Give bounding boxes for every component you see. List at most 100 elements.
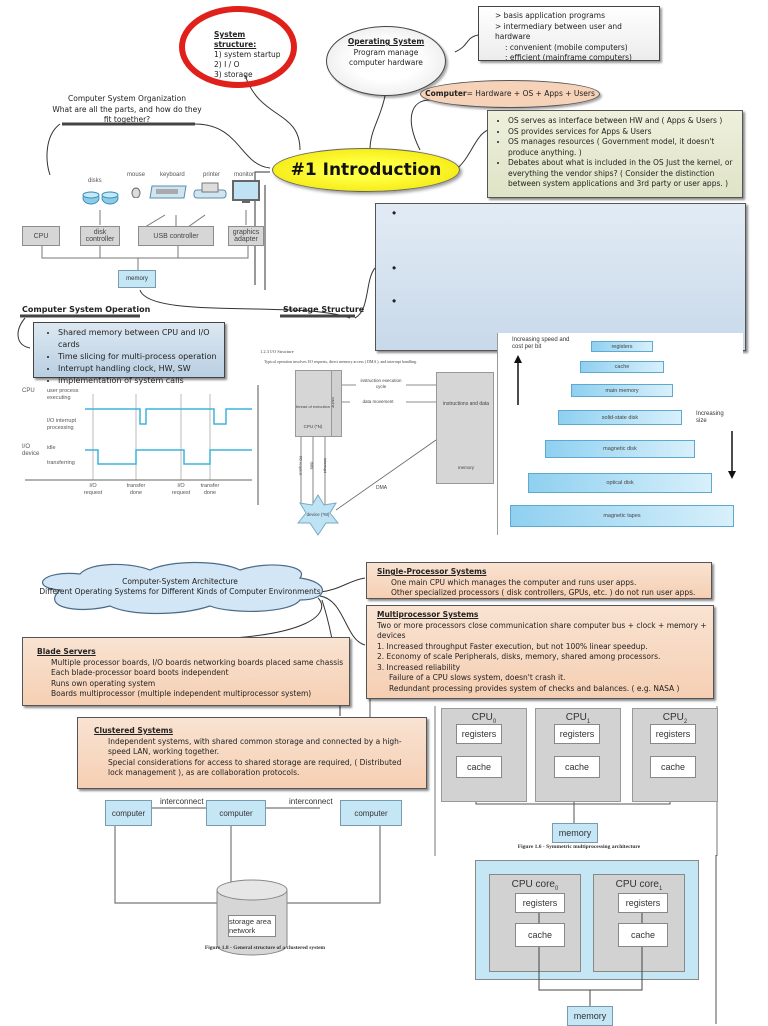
- event-label: I/O request: [171, 483, 191, 496]
- interconnect-label: interconnect: [160, 797, 204, 806]
- storage-bullet: •: [392, 206, 397, 220]
- smp-registers: registers: [650, 724, 696, 744]
- computer-formula-rest: = Hardware + OS + Apps + Users: [466, 88, 595, 98]
- device-label-keyboard: keyboard: [160, 172, 185, 178]
- smp-memory: memory: [552, 823, 598, 843]
- os-bullet: OS manages resources ( Government model,…: [508, 137, 736, 158]
- usb-controller-box: USB controller: [138, 226, 214, 246]
- multiprocessor-subline: Redundant processing provides system of …: [389, 683, 680, 693]
- smp-caption: Figure 1.6 - Symmetric multiprocessing a…: [517, 844, 641, 850]
- tier-optical-disk: optical disk: [528, 473, 712, 493]
- device-label-mouse: mouse: [127, 172, 146, 178]
- operation-title: Computer System Operation: [22, 305, 151, 314]
- smp-registers: registers: [456, 724, 502, 744]
- cpu-box: CPU: [22, 226, 60, 246]
- smp-cache: cache: [554, 756, 600, 778]
- tier-cache: cache: [580, 361, 664, 373]
- blade-servers-line: Boards multiprocessor (multiple independ…: [51, 689, 312, 698]
- architecture-line1: Computer-System Architecture: [122, 577, 238, 586]
- single-processor-title: Single-Processor Systems: [377, 567, 487, 576]
- system-structure-title: System structure:: [214, 30, 257, 49]
- device-label-printer: printer: [203, 172, 221, 178]
- storage-bullet: •: [392, 261, 397, 275]
- event-label: transfer done: [200, 483, 220, 496]
- clustered-box: Clustered Systems Independent systems, w…: [77, 717, 427, 789]
- cluster-computer: computer: [206, 800, 266, 826]
- os-bullets-box: OS serves as interface between HW and ( …: [487, 110, 743, 198]
- os-detail-line: : efficient (mainframe computers): [505, 53, 632, 62]
- tier-solid-state-disk: solid-state disk: [558, 410, 682, 425]
- smp-cache: cache: [456, 756, 502, 778]
- device-star: [296, 494, 340, 536]
- os-detail-line: : convenient (mobile computers): [505, 42, 628, 52]
- disks-icon: [82, 190, 122, 211]
- multiprocessor-line: 1. Increased throughput Faster execution…: [377, 641, 648, 651]
- computer-formula-node: Computer = Hardware + OS + Apps + Users: [420, 80, 600, 108]
- multiprocessor-line: 3. Increased reliability: [377, 662, 461, 672]
- system-structure-item: 3) storage: [214, 70, 253, 79]
- title-text: #1 Introduction: [290, 160, 442, 180]
- memory-box: memory: [118, 270, 156, 288]
- dma-label: DMA: [376, 485, 388, 491]
- os-detail-line: > intermediary between user and hardware: [495, 21, 622, 42]
- cache-label: cache: [330, 397, 336, 408]
- keyboard-icon: [148, 184, 188, 205]
- clustered-title: Clustered Systems: [94, 726, 174, 735]
- thread-label: thread of execution: [295, 404, 331, 409]
- system-structure-item: 1) system startup: [214, 50, 281, 59]
- organization-diagram: disks mouse keyboard printer monitor CPU…: [0, 170, 265, 295]
- blade-servers-title: Blade Servers: [37, 647, 96, 656]
- system-structure-item: 2) I / O: [214, 60, 240, 69]
- monitor-icon: [232, 180, 260, 209]
- red-circle-highlight: [179, 6, 297, 88]
- tier-registers: registers: [591, 341, 653, 352]
- storage-bullet: •: [392, 294, 397, 308]
- storage-area-network: storage area network: [228, 915, 276, 937]
- dualcore-figure: CPU core0 CPU core1 registers registers …: [475, 860, 705, 1026]
- os-detail-line: > basis application programs: [495, 11, 605, 20]
- device-label: device (*M): [306, 512, 330, 517]
- operating-system-node: Operating System Program manage computer…: [326, 26, 446, 96]
- cpu-block: thread of execution cache CPU (*N): [295, 370, 341, 435]
- dualcore-registers: registers: [618, 893, 668, 913]
- printer-icon: [192, 182, 228, 205]
- os-bullet: Debates about what is included in the OS…: [508, 158, 736, 190]
- storage-bullets-box: • • •: [375, 203, 746, 351]
- io-caption: Typical operation involves I/O requests,…: [264, 359, 418, 364]
- multiprocessor-box: Multiprocessor Systems Two or more proce…: [366, 605, 714, 699]
- single-processor-line: Other specialized processors ( disk cont…: [391, 588, 696, 597]
- multiprocessor-line: Two or more processors close communicati…: [377, 620, 707, 641]
- device-label-disks: disks: [88, 178, 102, 184]
- cpu-state-label: user process executing: [47, 388, 79, 401]
- multiprocessor-title: Multiprocessor Systems: [377, 610, 479, 619]
- smp-cpu: CPU2: [632, 708, 718, 802]
- cpu-state-label: I/O interrupt processing: [47, 418, 77, 431]
- device-label-monitor: monitor: [234, 172, 255, 178]
- blade-servers-line: Each blade-processor board boots indepen…: [51, 668, 229, 677]
- operating-system-text: Program manage computer hardware: [349, 47, 423, 68]
- clustered-line: Independent systems, with shared common …: [108, 736, 402, 757]
- operation-bullet: Time slicing for multi-process operation: [58, 351, 224, 363]
- tier-main-memory: main memory: [571, 384, 673, 397]
- io-state-label: idle: [47, 445, 56, 451]
- tier-magnetic-tapes: magnetic tapes: [510, 505, 734, 527]
- instr-cycle-label: instruction execution cycle: [360, 378, 402, 389]
- title-node[interactable]: #1 Introduction: [272, 148, 460, 192]
- smp-figure: CPU0 CPU1 CPU2 registers registers regis…: [434, 706, 718, 856]
- speed-label: Increasing speed and cost per bit: [512, 337, 570, 350]
- dualcore-cache: cache: [618, 923, 668, 947]
- operation-bullets-box: Shared memory between CPU and I/O cards …: [33, 322, 225, 385]
- organization-title-text: Computer System Organization: [68, 94, 186, 103]
- io-structure-diagram: 1.2.3 I/O Structure Typical operation in…: [258, 345, 495, 540]
- size-label: Increasing size: [696, 411, 724, 424]
- os-details-box: > basis application programs > intermedi…: [478, 6, 660, 62]
- storage-structure-title: Storage Structure: [283, 305, 365, 314]
- single-processor-box: Single-Processor Systems One main CPU wh…: [366, 562, 712, 599]
- mouse-icon: [131, 184, 143, 203]
- single-processor-line: One main CPU which manages the computer …: [391, 577, 637, 587]
- dualcore-cache: cache: [515, 923, 565, 947]
- computer-formula-bold: Computer: [425, 88, 467, 98]
- cpu-label: CPU: [22, 388, 35, 394]
- os-bullet: OS serves as interface between HW and ( …: [508, 116, 736, 127]
- organization-subtitle-text: What are all the parts, and how do they …: [52, 104, 202, 125]
